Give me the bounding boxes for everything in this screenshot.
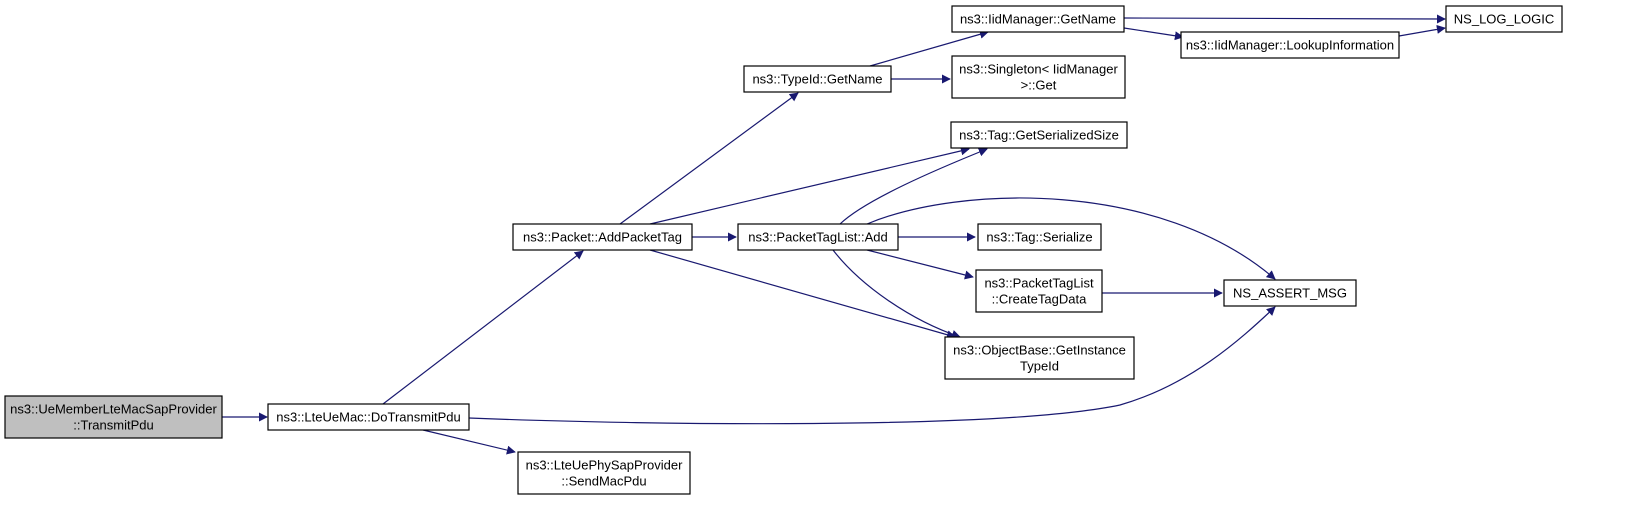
node-box [267,403,470,431]
edge-addpackettag-to-getinstancetypeid [649,249,956,340]
node-box [1445,5,1563,33]
node-ns-assert-msg[interactable]: NS_ASSERT_MSG [1223,279,1357,307]
edge-dotransmitpdu-to-addpackettag [382,250,584,405]
node-label: ns3::Singleton< IidManager [959,62,1118,77]
node-createtagdata[interactable]: ns3::PacketTagList::CreateTagData [975,269,1103,313]
node-label: NS_LOG_LOGIC [1454,12,1554,27]
node-box [517,451,691,495]
node-tag-serialize[interactable]: ns3::Tag::Serialize [977,223,1102,251]
edges [222,14,1446,455]
edge-addpackettag-to-tag-getserializedsize [649,146,970,225]
node-transmitpdu[interactable]: ns3::UeMemberLteMacSapProvider::Transmit… [4,395,223,439]
node-label: TypeId [1020,359,1059,374]
node-box [1180,31,1400,59]
node-label: ::TransmitPdu [73,418,153,433]
node-label: ::CreateTagData [992,292,1087,307]
node-box [1223,279,1357,307]
node-label: >::Get [1021,78,1057,93]
node-label: ns3::TypeId::GetName [752,72,882,87]
node-box [951,5,1125,33]
node-label: ns3::IidManager::GetName [960,12,1116,27]
nodes: ns3::UeMemberLteMacSapProvider::Transmit… [4,5,1563,495]
node-iidmanager-getname[interactable]: ns3::IidManager::GetName [951,5,1125,33]
node-label: ns3::UeMemberLteMacSapProvider [10,402,217,417]
node-label: ns3::IidManager::LookupInformation [1186,38,1394,53]
node-ns-log-logic[interactable]: NS_LOG_LOGIC [1445,5,1563,33]
edge-lookupinformation-to-ns-log-logic [1398,24,1446,37]
node-box [975,269,1103,313]
node-singleton-get[interactable]: ns3::Singleton< IidManager>::Get [951,55,1126,99]
node-box [512,223,693,251]
edge-packettaglist-add-to-tag-getserializedsize [839,147,988,225]
node-box [944,336,1135,380]
node-label: ns3::Tag::Serialize [986,230,1092,245]
edge-dotransmitpdu-to-ns-assert-msg [468,306,1276,425]
node-packettaglist-add[interactable]: ns3::PacketTagList::Add [737,223,899,251]
edge-packettaglist-add-to-getinstancetypeid [832,249,961,339]
node-lookupinformation[interactable]: ns3::IidManager::LookupInformation [1180,31,1400,59]
node-box [737,223,899,251]
node-label: ::SendMacPdu [561,474,646,489]
node-box [4,395,223,439]
node-label: ns3::ObjectBase::GetInstance [953,343,1126,358]
node-sendmacpdu[interactable]: ns3::LteUePhySapProvider::SendMacPdu [517,451,691,495]
edge-typeid-getname-to-iidmanager-getname [869,29,989,67]
edge-packettaglist-add-to-createtagdata [866,249,974,280]
node-dotransmitpdu[interactable]: ns3::LteUeMac::DoTransmitPdu [267,403,470,431]
node-tag-getserializedsize[interactable]: ns3::Tag::GetSerializedSize [950,121,1128,149]
node-typeid-getname[interactable]: ns3::TypeId::GetName [743,65,892,93]
node-box [950,121,1128,149]
edge-iidmanager-getname-to-ns-log-logic [1123,14,1446,24]
node-box [951,55,1126,99]
node-label: ns3::PacketTagList [984,276,1094,291]
edge-packettaglist-add-to-ns-assert-msg [866,197,1276,280]
edge-iidmanager-getname-to-lookupinformation [1123,27,1184,41]
node-box [743,65,892,93]
edge-dotransmitpdu-to-sendmacpdu [422,429,516,455]
node-label: ns3::LteUeMac::DoTransmitPdu [276,410,460,425]
node-addpackettag[interactable]: ns3::Packet::AddPacketTag [512,223,693,251]
node-box [977,223,1102,251]
node-label: ns3::LteUePhySapProvider [526,458,683,473]
node-label: ns3::Packet::AddPacketTag [523,230,682,245]
node-label: ns3::PacketTagList::Add [748,230,887,245]
node-label: ns3::Tag::GetSerializedSize [959,128,1119,143]
edge-addpackettag-to-typeid-getname [619,92,799,225]
node-label: NS_ASSERT_MSG [1233,286,1347,301]
